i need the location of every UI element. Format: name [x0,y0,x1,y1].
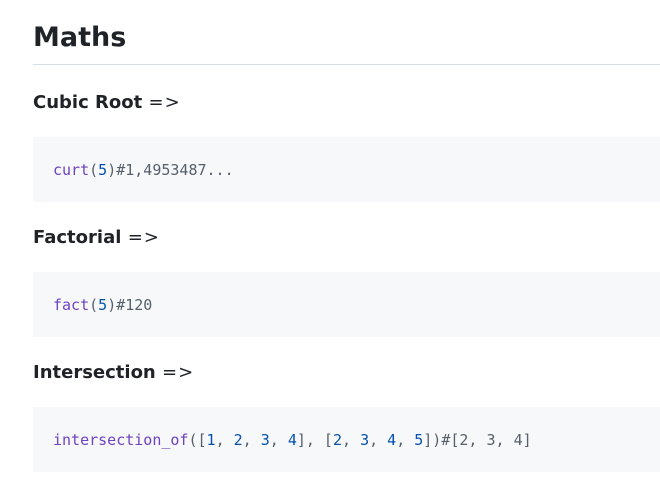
code-close-paren: ) [107,295,117,314]
code-list-a-item: 2 [233,430,243,449]
code-list-b-item: 2 [332,430,342,449]
code-list-a-item: 4 [287,430,297,449]
code-close-bracket: ]) [423,430,442,449]
code-arg: 5 [98,295,108,314]
entry-heading-factorial: Factorial => [33,226,660,250]
code-list-b-item: 5 [414,430,424,449]
code-function-name: curt [53,160,90,179]
maths-section: Maths Cubic Root => curt(5) #1,4953487..… [33,0,660,472]
entry-heading-cubic-root: Cubic Root => [33,91,660,115]
arrow-glyph: => [148,92,181,113]
code-list-separator: ], [ [296,430,333,449]
code-block-cubic-root: curt(5) #1,4953487... [33,137,660,202]
code-close-paren: ) [107,160,117,179]
code-list-b-item: 3 [360,430,370,449]
code-comment: #1,4953487... [116,160,234,179]
code-list-a-item: 3 [260,430,270,449]
code-open-bracket: ([ [188,430,207,449]
entry-heading-label: Intersection [33,362,156,383]
code-list-b-item: 4 [387,430,397,449]
code-function-name: intersection_of [53,430,189,449]
code-comment: #[2, 3, 4] [441,430,532,449]
code-function-name: fact [53,295,90,314]
entry-heading-label: Factorial [33,227,122,248]
arrow-glyph: => [162,362,195,383]
code-open-paren: ( [89,160,99,179]
code-open-paren: ( [89,295,99,314]
code-arg: 5 [98,160,108,179]
code-block-intersection: intersection_of([1, 2, 3, 4], [2, 3, 4, … [33,407,660,472]
code-list-a-item: 1 [206,430,216,449]
entry-heading-label: Cubic Root [33,92,143,113]
code-block-factorial: fact(5) #120 [33,272,660,337]
arrow-glyph: => [127,227,160,248]
section-title: Maths [33,0,660,65]
entry-heading-intersection: Intersection => [33,361,660,385]
code-comment: #120 [116,295,153,314]
